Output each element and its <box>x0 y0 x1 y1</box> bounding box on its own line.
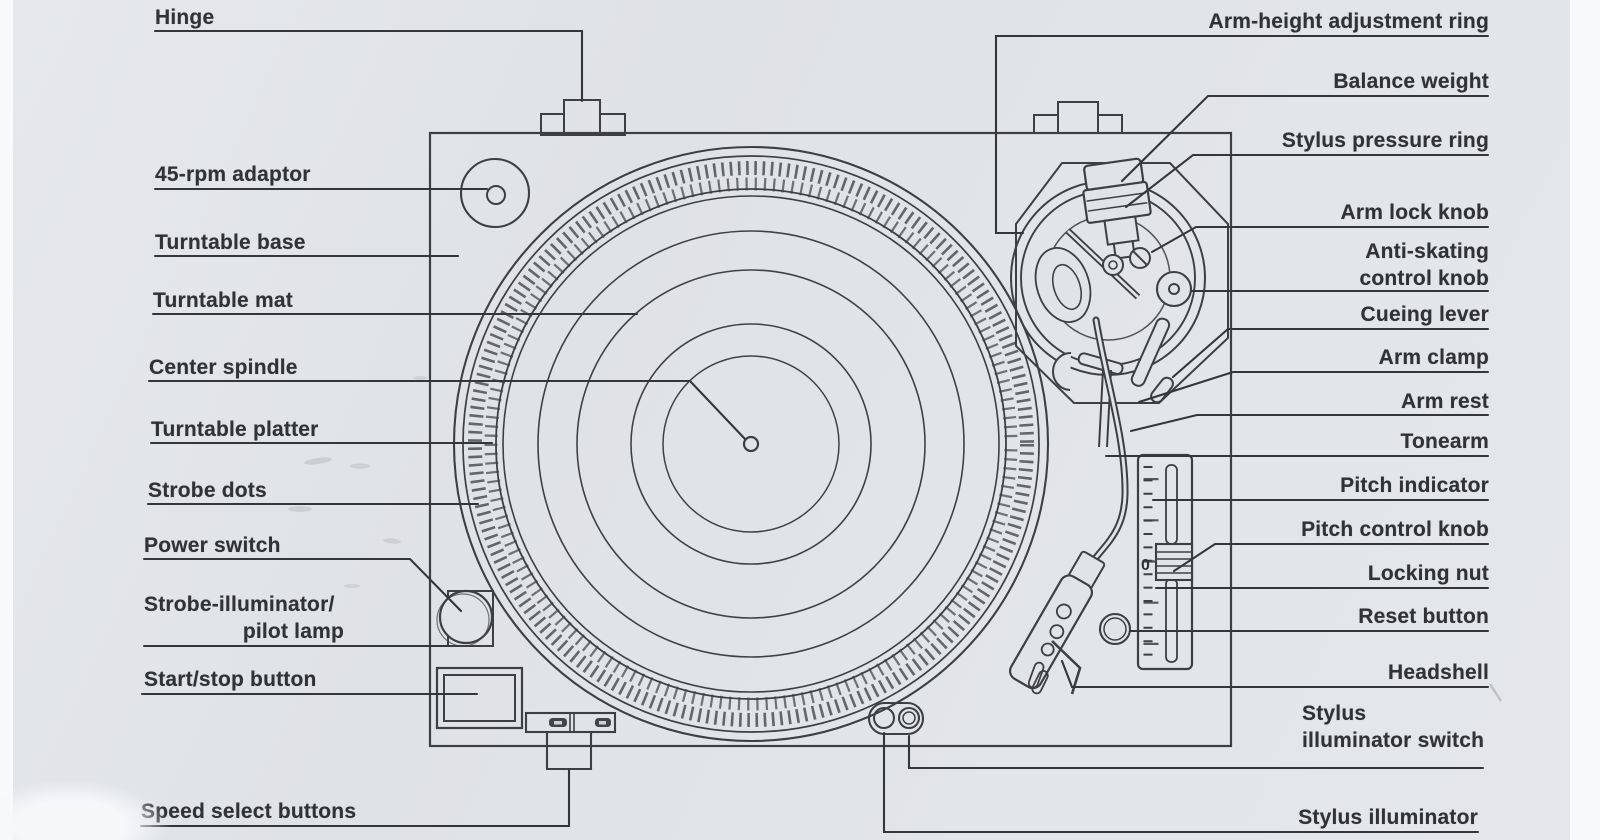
cueing-lever-part <box>1130 317 1171 387</box>
stylus-illuminator-part <box>872 706 896 730</box>
tonearm-part <box>1090 316 1129 564</box>
platter <box>452 145 1050 743</box>
leader-arm-height-ring <box>994 34 1490 235</box>
arm-rest-part <box>1052 351 1072 391</box>
center-spindle-part <box>742 435 760 453</box>
label-turntable-base: Turntable base <box>155 231 306 254</box>
scan-artifacts <box>288 376 1503 702</box>
leader-lines <box>139 29 1490 834</box>
arm-pivot <box>1102 254 1124 276</box>
pitch-slider-slot-lower <box>1165 578 1178 663</box>
label-headshell: Headshell <box>1387 661 1489 684</box>
scan-edge-right <box>1570 0 1600 840</box>
balance-weight-part <box>1082 157 1152 260</box>
finger-lift <box>1051 640 1082 695</box>
hinge-left-part <box>540 99 626 136</box>
label-turntable-platter: Turntable platter <box>151 418 319 441</box>
speed-select-part <box>524 711 617 771</box>
leader-stylus-illuminator <box>882 731 1480 834</box>
arm-rest-post <box>1098 369 1104 448</box>
pitch-zero-mark: 0 <box>1141 557 1150 574</box>
scan-edge-left <box>0 0 13 840</box>
headshell-part <box>1008 550 1106 695</box>
leader-speed-select <box>139 768 571 828</box>
label-power-switch: Power switch <box>144 534 281 557</box>
pitch-control-panel: 0 <box>1136 453 1194 671</box>
leader-headshell <box>1060 659 1490 689</box>
turntable-base-outline <box>428 131 1233 748</box>
mat-ring <box>537 230 965 658</box>
label-stylus-illuminator-switch: Stylus illuminator switch <box>1302 702 1485 752</box>
hinge-right-part <box>1033 101 1123 134</box>
label-anti-skating-knob: Anti-skating control knob <box>1359 240 1489 290</box>
label-arm-rest: Arm rest <box>1401 390 1489 413</box>
label-stylus-illuminator: Stylus illuminator <box>1298 806 1478 829</box>
mat-edge-inner <box>502 195 1000 693</box>
leader-power-switch <box>142 557 463 613</box>
scan-edge-corner <box>0 780 170 840</box>
tonearm-base-assembly <box>1010 157 1229 448</box>
anti-skating-knob-part <box>1155 270 1193 308</box>
leader-stylus-illuminator-switch <box>907 734 1485 770</box>
label-arm-height-ring: Arm-height adjustment ring <box>1208 10 1489 33</box>
mat-ring <box>630 323 872 565</box>
label-start-stop-button: Start/stop button <box>144 668 317 691</box>
rpm-adaptor-part <box>459 157 531 229</box>
leader-arm-clamp <box>1137 370 1490 404</box>
label-locking-nut: Locking nut <box>1367 562 1489 585</box>
label-balance-weight: Balance weight <box>1333 70 1489 93</box>
start-stop-button-part <box>435 666 524 730</box>
stylus-illuminator-pod <box>867 701 925 736</box>
label-arm-lock-knob: Arm lock knob <box>1340 201 1489 224</box>
label-center-spindle: Center spindle <box>149 356 298 379</box>
leader-arm-rest <box>1129 413 1490 433</box>
strobe-dot-ring <box>468 161 1034 727</box>
mat-edge <box>495 188 1007 700</box>
leader-balance-weight <box>1120 94 1490 183</box>
label-stylus-pressure-ring: Stylus pressure ring <box>1281 129 1489 152</box>
label-turntable-mat: Turntable mat <box>153 289 293 312</box>
leader-arm-lock-knob <box>1150 225 1490 254</box>
leader-stylus-pressure-ring <box>1124 153 1490 209</box>
label-speed-select-buttons: Speed select buttons <box>141 800 357 823</box>
mat-ring <box>576 269 926 619</box>
leader-pitch-control-knob <box>1172 542 1490 573</box>
label-reset-button: Reset button <box>1358 605 1489 628</box>
label-cueing-lever: Cueing lever <box>1360 303 1489 326</box>
pitch-slider-slot-upper <box>1165 464 1178 545</box>
label-pitch-indicator: Pitch indicator <box>1340 474 1489 497</box>
stylus-illuminator-switch-part <box>897 706 921 730</box>
leader-cueing-lever <box>1171 327 1490 379</box>
label-strobe-illuminator: Strobe-illuminator/ pilot lamp <box>144 593 344 643</box>
power-switch-part <box>436 589 494 647</box>
label-arm-clamp: Arm clamp <box>1378 346 1489 369</box>
speed-select-bracket <box>545 733 593 771</box>
label-area-ring <box>662 355 840 533</box>
label-strobe-dots: Strobe dots <box>148 479 267 502</box>
label-tonearm: Tonearm <box>1400 430 1489 453</box>
reset-button-part <box>1098 612 1132 646</box>
label-hinge: Hinge <box>155 6 215 29</box>
label-rpm-adaptor: 45-rpm adaptor <box>155 163 311 186</box>
leader-center-spindle <box>147 379 747 441</box>
leader-hinge <box>153 29 584 103</box>
label-pitch-control-knob: Pitch control knob <box>1301 518 1489 541</box>
